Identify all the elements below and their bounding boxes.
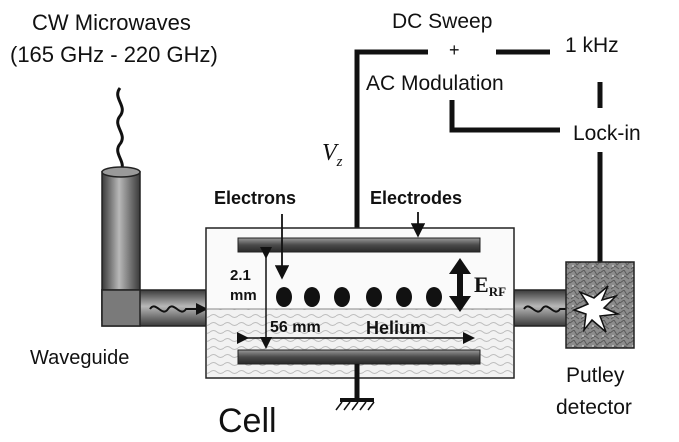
microwaves-label-line1: CW Microwaves: [32, 10, 191, 35]
ground-icon: [335, 364, 375, 411]
frequency-label: 1 kHz: [565, 34, 619, 57]
gap-label-line1: 2.1: [230, 267, 251, 284]
waveguide-left: [101, 166, 208, 327]
electrons: [276, 287, 442, 307]
plus-label: +: [449, 40, 460, 60]
putley-label-line2: detector: [556, 396, 632, 419]
wiring: [354, 49, 603, 262]
width-label: 56 mm: [270, 319, 321, 336]
electrons-label: Electrons: [214, 188, 296, 208]
cell-label: Cell: [218, 402, 277, 440]
top-electrode: [237, 237, 481, 253]
erf-arrow: [449, 258, 471, 312]
waveguide-label: Waveguide: [30, 347, 129, 369]
microwaves-label-line2: (165 GHz - 220 GHz): [10, 42, 218, 67]
putley-label-line1: Putley: [566, 364, 625, 387]
vz-label: Vz: [322, 140, 343, 170]
putley-detector: [565, 261, 635, 349]
ac-modulation-label: AC Modulation: [366, 72, 504, 95]
helium-region: [207, 309, 513, 377]
helium-label: Helium: [366, 318, 426, 338]
gap-label-line2: mm: [230, 287, 257, 304]
dc-sweep-label: DC Sweep: [392, 10, 492, 33]
vz-wire: [354, 49, 428, 232]
electrodes-label: Electrodes: [370, 188, 462, 208]
lockin-to-source-wire: [449, 100, 560, 133]
erf-label: ERF: [474, 272, 506, 299]
lockin-label: Lock-in: [573, 122, 641, 145]
detector-flash-icon: [571, 285, 621, 333]
bottom-electrode: [237, 349, 481, 365]
